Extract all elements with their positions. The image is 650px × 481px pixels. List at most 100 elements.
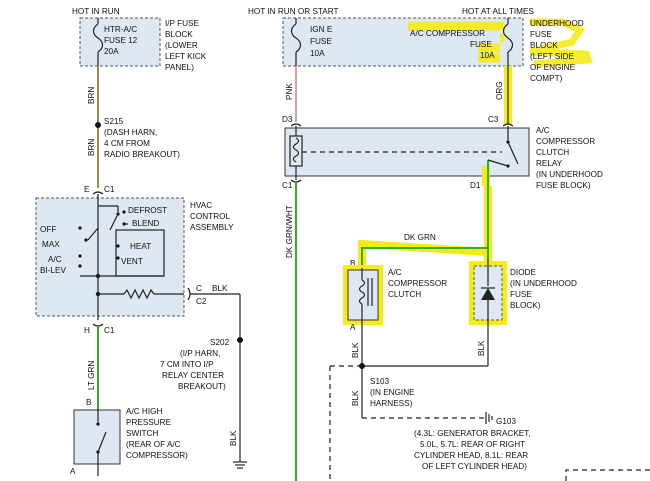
blk-label-c2: BLK [212,284,228,293]
hvac-defrost: DEFROST [128,206,167,215]
relay-line3: CLUTCH [536,148,569,157]
clutch-line2: COMPRESSOR [388,279,447,288]
relay-line2: COMPRESSOR [536,137,595,146]
pressure-switch-line3: SWITCH [126,429,158,438]
ip-block-line2: BLOCK [165,30,193,39]
uh-block-line6: COMPT) [530,74,563,83]
connector-c1-hvac-bottom: C1 [104,326,115,335]
connector-c: C [196,284,202,293]
diode-line2: (IN UNDERHOOD [510,279,577,288]
connector-c3: C3 [488,115,499,124]
blk-label-s202: BLK [229,430,238,446]
uh-block-line3: BLOCK [530,41,558,50]
relay-line4: RELAY [536,159,563,168]
hvac-title-line1: HVAC [190,201,212,210]
pressure-switch-b: B [86,398,92,407]
relay-line6: FUSE BLOCK) [536,181,591,190]
uh-block-line4: (LEFT SIDE [530,52,575,61]
splice-s215-node [95,122,101,128]
hvac-bilev: BI-LEV [40,266,66,275]
ac-fuse-name: A/C COMPRESSOR [410,29,485,38]
hvac-max: MAX [42,240,60,249]
highlight-block-scribble [529,18,593,68]
hvac-ac: A/C [48,255,62,264]
connector-c1-relay: C1 [282,181,293,190]
pressure-switch [73,409,121,476]
s215-line1: S215 [104,117,124,126]
clutch-line3: CLUTCH [388,290,421,299]
fuse-12-rating: 20A [104,47,119,56]
pressure-switch-line4: (REAR OF A/C [126,440,181,449]
uh-block-line2: FUSE [530,30,552,39]
clutch-b: B [350,259,356,268]
ac-fuse-rating: 10A [480,51,495,60]
blk-label-diode: BLK [477,340,486,356]
pressure-switch-line2: PRESSURE [126,418,172,427]
hvac-vent: VENT [121,257,143,266]
connector-e: E [84,185,90,194]
blk-label-clutch: BLK [351,342,360,358]
g103-line4: CYLINDER HEAD, 8.1L: REAR [414,451,528,460]
corner-box-fragment [565,469,650,481]
lt-grn-label: LT GRN [87,361,96,390]
dk-grn-wht-label: DK GRN/WHT [285,205,294,258]
highlight-ac-fuse [408,21,504,63]
ip-block-line4: LEFT KICK [165,52,207,61]
connector-h: H [84,326,90,335]
hvac-title-line3: ASSEMBLY [190,223,234,232]
g103-line5: OF LEFT CYLINDER HEAD) [422,462,527,471]
connector-d1: D1 [470,181,481,190]
ac-fuse-word: FUSE [470,40,492,49]
ip-block-line3: (LOWER [165,41,198,50]
uh-block-line1: UNDERHOOD [530,19,584,28]
s202-line3: 7 CM INTO I/P [160,360,214,369]
ign-e-rating: 10A [310,49,325,58]
ac-clutch-relay [284,126,530,180]
resistor-symbol [123,288,155,300]
s103-line2: (IN ENGINE [370,388,415,397]
s215-line4: RADIO BREAKOUT) [104,150,180,159]
clutch-coil-symbol [358,279,366,305]
diode-block [469,260,507,326]
uh-block-line5: OF ENGINE [530,63,576,72]
hvac-heat: HEAT [130,242,151,251]
clutch-a: A [350,323,356,332]
org-label: ORG [495,81,504,100]
hvac-title-line2: CONTROL [190,212,230,221]
ground-symbol-s202 [233,461,247,469]
s202-line2: (I/P HARN, [180,349,220,358]
dk-grn-label: DK GRN [404,233,436,242]
g103-line1: G103 [496,417,516,426]
blk-label-s103: BLK [351,390,360,406]
s202-line4: RELAY CENTER [162,371,224,380]
relay-contact [507,141,519,165]
ip-block-line5: PANEL) [165,63,194,72]
header-hot-in-run: HOT IN RUN [72,7,120,16]
hvac-blend: BLEND [132,219,159,228]
s202-line1: S202 [210,338,230,347]
underhood-fuse-block: IGN E FUSE 10A A/C COMPRESSOR FUSE 10A [282,17,524,67]
ign-e-word: FUSE [310,37,332,46]
diode-line1: DIODE [510,268,536,277]
ip-fuse-block: HTR-A/C FUSE 12 20A I/P FUSE BLOCK (LOWE… [79,17,207,72]
ign-e-fuse-symbol [290,23,302,53]
s215-line2: (DASH HARN, [104,128,157,137]
pressure-switch-line1: A/C HIGH [126,407,162,416]
fuse-12-symbol [92,23,104,53]
connector-d3: D3 [282,115,293,124]
s215-line3: 4 CM FROM [104,139,150,148]
s103-line1: S103 [370,377,390,386]
brn-label-top: BRN [87,87,96,104]
s103-line3: HARNESS) [370,399,413,408]
ign-e-name: IGN E [310,25,333,34]
relay-coil-symbol [292,137,300,163]
dk-grn-wire [361,160,489,268]
hvac-off: OFF [40,225,56,234]
s202-line5: BREAKOUT) [178,382,226,391]
pressure-switch-a: A [70,467,76,476]
relay-line1: A/C [536,126,550,135]
clutch-highlight [343,265,383,325]
diode-symbol [481,288,495,300]
pressure-switch-line5: COMPRESSOR) [126,451,188,460]
